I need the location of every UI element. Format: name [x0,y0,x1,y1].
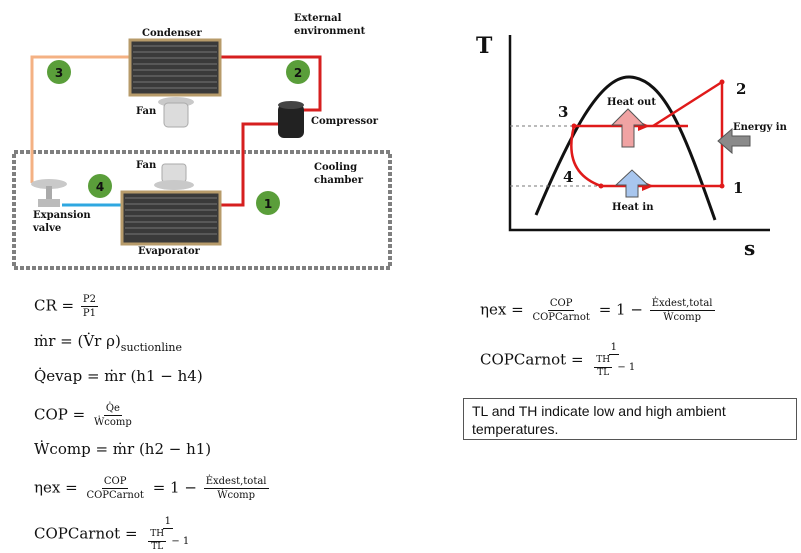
state-point [719,79,725,85]
fan-icon [158,97,194,128]
mr-subscript: suctionline [120,341,182,354]
eta-denominator-1: COPCarnot [532,312,590,323]
fan-label-bottom: Fan [136,160,157,171]
cooling-label-1: Cooling [314,162,358,173]
fan-icon [154,163,194,190]
ts-axes [508,35,770,232]
eta-middle: = 1 − [598,300,643,319]
s-axis-label: s [744,236,756,260]
liquid-line [30,55,135,183]
cr-numerator: P2 [80,294,98,307]
point-1-label: 1 [733,179,744,197]
heat-out-label: Heat out [607,97,656,108]
compressor-label: Compressor [311,116,379,127]
state-point [571,123,577,129]
evaporator-label: Evaporator [138,246,200,257]
svg-text:1: 1 [264,197,272,211]
q-evap-text: Q̇evap = ṁr (h1 − h4) [34,367,203,385]
eta-denominator-2: Ẇcomp [663,312,701,323]
expansion-label-2: valve [33,223,62,234]
eta-lhs: ηex = [34,478,78,497]
temperature-note: TL and TH indicate low and high ambient … [463,398,797,440]
svg-text:2: 2 [294,66,302,80]
cr-lhs: CR = [34,296,75,315]
eta-middle: = 1 − [152,478,197,497]
svg-text:4: 4 [96,180,104,194]
condenser-label: Condenser [142,28,202,39]
condenser-coil [128,38,222,97]
suction-line [221,122,278,207]
carnot-minus-one: − 1 [171,535,190,547]
heat-in-arrow [614,169,650,198]
state-marker: 4 [88,174,112,198]
cop-denominator: Ẇcomp [94,417,132,428]
w-comp-text: Ẇcomp = ṁr (h2 − h1) [34,440,212,458]
mass-flow-equation: ṁr = (V̇r ρ)suctionline [34,332,182,354]
state-marker: 3 [47,60,71,84]
ts-diagram [508,35,770,232]
svg-text:3: 3 [55,66,63,80]
cooling-label-2: chamber [314,175,364,186]
state-marker: 1 [256,191,280,215]
refrigeration-schematic: 3 2 4 1 [12,38,392,270]
carnot-numerator: 1 [162,516,173,529]
state-point [598,183,604,189]
t-axis-label: T [476,33,493,59]
carnot-tl: TL [151,541,164,552]
evaporator-coil [120,190,222,246]
carnot-lhs: COPCarnot = [480,350,584,369]
carnot-numerator: 1 [608,342,619,355]
carnot-lhs: COPCarnot = [34,524,138,543]
compressor-icon [278,101,304,138]
external-env-label-1: External [294,13,342,24]
heat-out-arrow [610,108,646,148]
cop-numerator: Q̇e [103,403,122,416]
mr-lhs: ṁr = (V̇r ρ) [34,332,121,350]
point-4-label: 4 [563,168,574,186]
cooling-chamber-border [12,150,392,270]
eta-numerator-2: Ėxdest,total [203,476,269,489]
eta-lhs: ηex = [480,300,524,319]
heat-in-label: Heat in [612,202,654,213]
energy-in-label: Energy in [733,122,787,133]
carnot-minus-one: − 1 [617,361,636,373]
state-point [719,183,725,189]
eta-numerator-2: Ėxdest,total [649,298,715,311]
fan-label-top: Fan [136,106,157,117]
carnot-tl: TL [597,367,610,378]
eta-denominator-2: Ẇcomp [217,490,255,501]
point-3-label: 3 [558,103,569,121]
expansion-label-1: Expansion [33,210,91,221]
cr-denominator: P1 [82,308,96,319]
carnot-th: TH [594,355,613,368]
discharge-line [221,55,322,112]
point-2-label: 2 [736,80,747,98]
carnot-th: TH [148,529,167,542]
eta-denominator-1: COPCarnot [86,490,144,501]
cycle-path [570,125,602,188]
compressor-work-equation: Ẇcomp = ṁr (h2 − h1) [34,442,211,457]
cycle-path [652,80,723,128]
energy-in-arrow [717,127,751,155]
external-env-label-2: environment [294,26,366,37]
saturation-dome [534,75,717,221]
eta-numerator-1: COP [547,298,575,311]
expansion-valve-icon [31,179,67,207]
state-marker: 2 [286,60,310,84]
eta-numerator-1: COP [101,476,129,489]
evaporator-heat-equation: Q̇evap = ṁr (h1 − h4) [34,369,203,384]
cop-lhs: COP = [34,405,86,424]
